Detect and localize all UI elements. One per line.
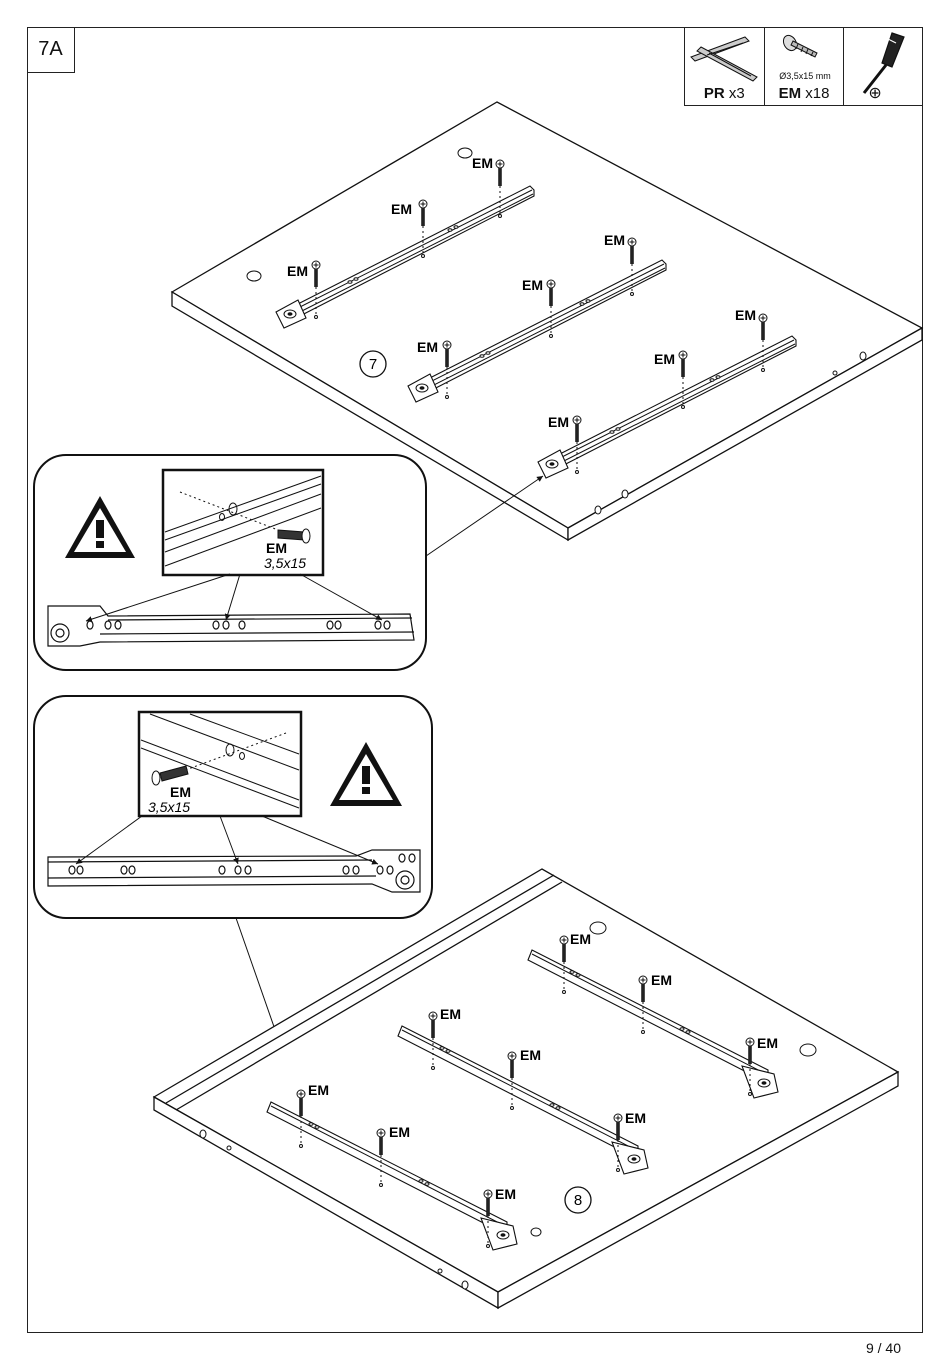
em-label: EM [495,1186,516,1202]
page-number: 9 / 40 [866,1340,901,1356]
em-label: EM [472,155,493,171]
screw-size-label: 3,5x15 [148,799,190,815]
detail-callout-1: EM 3,5x15 [34,455,543,670]
step-8-marker: 8 [565,1187,591,1213]
em-label: EM [287,263,308,279]
em-label: EM [625,1110,646,1126]
em-label: EM [391,201,412,217]
em-label: EM [548,414,569,430]
em-label: EM [654,351,675,367]
em-label: EM [440,1006,461,1022]
step-8-number: 8 [574,1192,582,1209]
em-label: EM [651,972,672,988]
screw-size-label: 3,5x15 [264,555,306,571]
em-label: EM [604,232,625,248]
step-7-number: 7 [369,356,377,373]
em-label: EM [735,307,756,323]
em-label: EM [570,931,591,947]
em-label: EM [308,1082,329,1098]
step-7-marker: 7 [360,351,386,377]
em-label: EM [266,540,287,556]
em-label: EM [417,339,438,355]
em-label: EM [170,784,191,800]
em-label: EM [520,1047,541,1063]
em-label: EM [389,1124,410,1140]
em-label: EM [757,1035,778,1051]
em-label: EM [522,277,543,293]
